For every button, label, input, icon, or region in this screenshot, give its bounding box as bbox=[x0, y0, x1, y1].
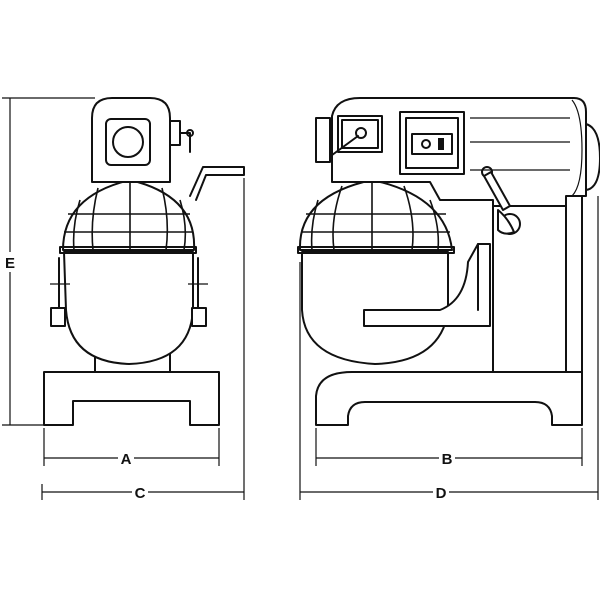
front-bowl-locks bbox=[50, 257, 208, 327]
side-bowl-guard bbox=[297, 179, 455, 254]
front-head bbox=[91, 97, 171, 183]
front-head-knob bbox=[112, 126, 144, 158]
side-head-cap bbox=[585, 123, 600, 191]
side-bowl bbox=[301, 251, 449, 365]
dim-label-c: C bbox=[135, 485, 146, 502]
switch-panel bbox=[399, 111, 465, 175]
side-column-back bbox=[565, 179, 583, 373]
side-view bbox=[297, 97, 600, 426]
front-bowl bbox=[63, 251, 194, 365]
dim-label-a: A bbox=[121, 451, 132, 468]
side-head-curve bbox=[571, 99, 583, 197]
dim-label-b: B bbox=[442, 451, 453, 468]
dimension-lines bbox=[2, 97, 599, 500]
front-head-window bbox=[105, 118, 151, 166]
dim-label-d: D bbox=[436, 485, 447, 502]
front-handle bbox=[189, 166, 245, 201]
bowl-lift-lever bbox=[481, 166, 521, 235]
dim-label-e: E bbox=[5, 255, 15, 272]
side-bowl-arm bbox=[363, 243, 491, 327]
front-view bbox=[43, 97, 245, 426]
side-base bbox=[315, 371, 583, 426]
front-side-lever bbox=[169, 120, 194, 153]
speed-selector bbox=[315, 115, 383, 163]
side-head-lines bbox=[470, 117, 570, 171]
front-base bbox=[43, 371, 220, 426]
front-bowl-guard bbox=[59, 179, 197, 254]
